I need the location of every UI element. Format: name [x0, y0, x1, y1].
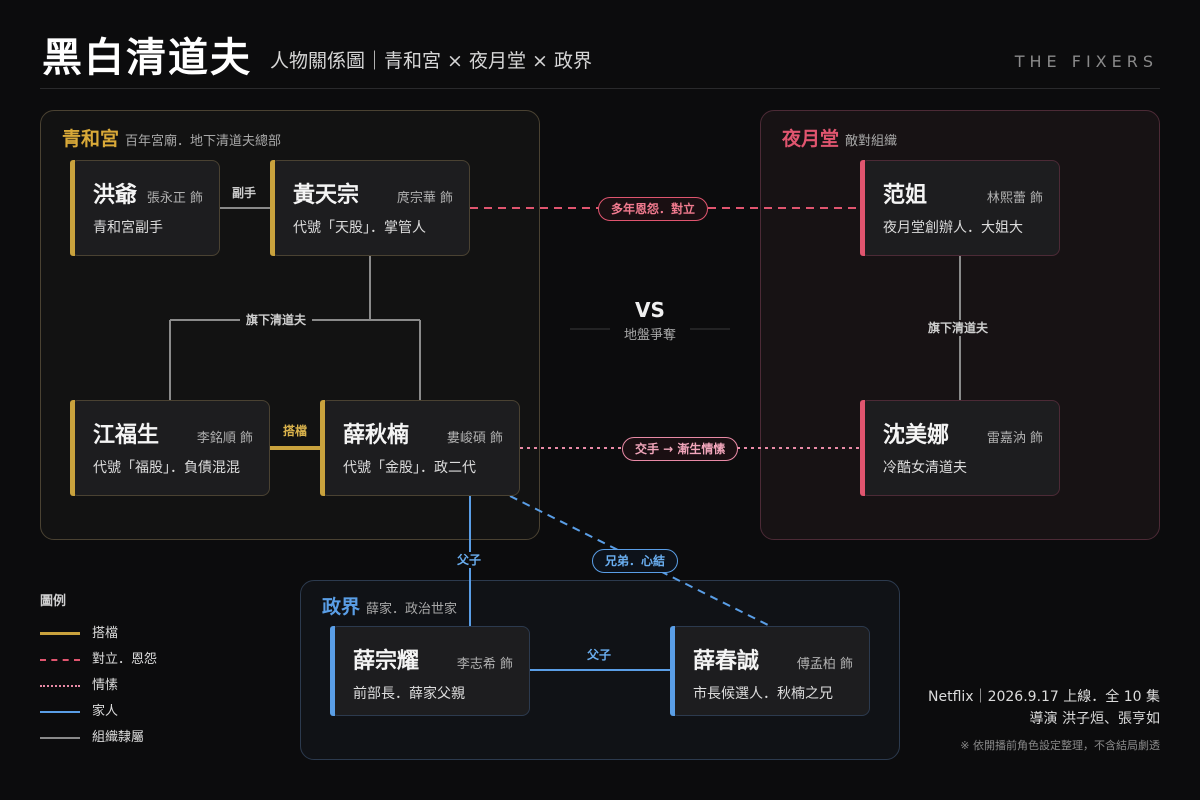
- character-role: 代號「福股」．負債混混: [93, 460, 240, 476]
- character-actor: 婁峻碩 飾: [446, 431, 503, 446]
- legend-swatch: [40, 659, 80, 661]
- card-xuezongyao[interactable]: 薛宗耀 李志希 飾 前部長．薛家父親: [330, 626, 530, 716]
- legend-swatch: [40, 711, 80, 713]
- character-actor: 傅孟柏 飾: [796, 657, 853, 672]
- release-info: Netflix｜2026.9.17 上線．全 10 集 導演 洪子烜、張亨如 ※…: [928, 686, 1160, 756]
- legend-item-family: 家人: [40, 699, 118, 725]
- relation-pill-feud: 多年恩怨．對立: [598, 197, 709, 221]
- legend-item-romance: 情愫: [40, 673, 118, 699]
- card-accent-bar: [330, 626, 335, 716]
- character-role: 冷酷女清道夫: [883, 460, 967, 476]
- brand-mark: THE FIXERS: [1014, 52, 1158, 71]
- character-role: 代號「金股」．政二代: [343, 460, 476, 476]
- character-actor: 李志希 飾: [456, 657, 513, 672]
- relation-label-subordinate-right: 旗下清道夫: [922, 320, 995, 336]
- relation-pill-brothers: 兄弟．心結: [592, 549, 679, 573]
- character-actor: 李銘順 飾: [196, 431, 253, 446]
- vs-text: VS: [635, 298, 665, 322]
- character-name: 洪爺: [93, 183, 138, 208]
- character-name: 薛秋楠: [343, 423, 410, 448]
- card-fanjie[interactable]: 范姐 林熙蕾 飾 夜月堂創辦人．大姐大: [860, 160, 1060, 256]
- relation-label-deputy: 副手: [226, 185, 263, 201]
- card-xueqiunan[interactable]: 薛秋楠 婁峻碩 飾 代號「金股」．政二代: [320, 400, 520, 496]
- card-shen[interactable]: 沈美娜 雷嘉汭 飾 冷酷女清道夫: [860, 400, 1060, 496]
- group-zhengjie-desc: 薛家．政治世家: [366, 602, 458, 617]
- legend-label: 組織隸屬: [92, 730, 145, 745]
- group-yeyue-name: 夜月堂: [782, 128, 840, 150]
- legend-item-affiliation: 組織隸屬: [40, 725, 144, 751]
- release-line: Netflix｜2026.9.17 上線．全 10 集: [928, 689, 1160, 705]
- character-name: 范姐: [883, 183, 928, 208]
- character-name: 薛宗耀: [353, 649, 420, 674]
- group-qinghe-name: 青和宮: [62, 128, 120, 150]
- legend-title: 圖例: [40, 594, 67, 609]
- relation-pill-romance: 交手 → 漸生情愫: [622, 437, 739, 461]
- character-actor: 庹宗華 飾: [396, 191, 453, 206]
- legend-label: 搭檔: [92, 626, 119, 641]
- legend-label: 對立．恩怨: [92, 652, 158, 667]
- character-actor: 張永正 飾: [146, 191, 203, 206]
- character-role: 青和宮副手: [93, 220, 163, 236]
- character-role: 前部長．薛家父親: [353, 686, 465, 702]
- character-role: 代號「天股」．掌管人: [293, 220, 426, 236]
- character-name: 黃天宗: [293, 183, 360, 208]
- card-jiang[interactable]: 江福生 李銘順 飾 代號「福股」．負債混混: [70, 400, 270, 496]
- character-actor: 雷嘉汭 飾: [986, 431, 1043, 446]
- group-yeyue-header: 夜月堂敵對組織: [782, 124, 897, 151]
- card-accent-bar: [70, 400, 75, 496]
- vs-center: VS 地盤爭奪: [570, 297, 730, 345]
- group-yeyue-desc: 敵對組織: [845, 134, 898, 149]
- legend: 圖例 搭檔 對立．恩怨 情愫 家人 組織隸屬: [40, 590, 157, 751]
- page-title: 黑白清道夫: [42, 35, 252, 81]
- directors-line: 導演 洪子烜、張亨如: [1029, 711, 1160, 727]
- group-qinghe-desc: 百年宮廟．地下清道夫總部: [125, 134, 282, 149]
- legend-swatch: [40, 737, 80, 739]
- legend-swatch: [40, 632, 80, 635]
- character-name: 沈美娜: [883, 423, 950, 448]
- card-accent-bar: [860, 400, 865, 496]
- relation-label-partner: 搭檔: [279, 423, 312, 439]
- character-name: 江福生: [93, 423, 160, 448]
- legend-label: 家人: [92, 704, 119, 719]
- relation-label-father-son-2: 父子: [583, 647, 616, 663]
- card-accent-bar: [70, 160, 75, 256]
- vs-subtitle: 地盤爭奪: [623, 328, 676, 343]
- character-name: 薛春誠: [693, 649, 760, 674]
- legend-item-feud: 對立．恩怨: [40, 647, 157, 673]
- card-xuechuncheng[interactable]: 薛春誠 傅孟柏 飾 市長候選人．秋楠之兄: [670, 626, 870, 716]
- card-accent-bar: [320, 400, 325, 496]
- group-zhengjie-header: 政界薛家．政治世家: [322, 592, 457, 619]
- group-qinghe-header: 青和宮百年宮廟．地下清道夫總部: [62, 124, 281, 151]
- card-hongye[interactable]: 洪爺 張永正 飾 青和宮副手: [70, 160, 220, 256]
- card-accent-bar: [670, 626, 675, 716]
- character-role: 市長候選人．秋楠之兄: [693, 686, 833, 702]
- legend-item-partner: 搭檔: [40, 621, 118, 647]
- disclaimer-note: ※ 依開播前角色設定整理，不含結局劇透: [960, 739, 1160, 752]
- card-accent-bar: [270, 160, 275, 256]
- character-role: 夜月堂創辦人．大姐大: [883, 220, 1023, 236]
- character-actor: 林熙蕾 飾: [986, 191, 1043, 206]
- card-accent-bar: [860, 160, 865, 256]
- relation-label-subordinate-left: 旗下清道夫: [240, 312, 313, 328]
- legend-swatch: [40, 685, 80, 687]
- card-huang[interactable]: 黃天宗 庹宗華 飾 代號「天股」．掌管人: [270, 160, 470, 256]
- relation-label-father-son-1: 父子: [453, 552, 486, 568]
- group-zhengjie-name: 政界: [322, 596, 361, 618]
- legend-label: 情愫: [92, 678, 119, 693]
- page-subtitle: 人物關係圖｜青和宮 × 夜月堂 × 政界: [270, 50, 592, 72]
- header-divider: [40, 88, 1160, 89]
